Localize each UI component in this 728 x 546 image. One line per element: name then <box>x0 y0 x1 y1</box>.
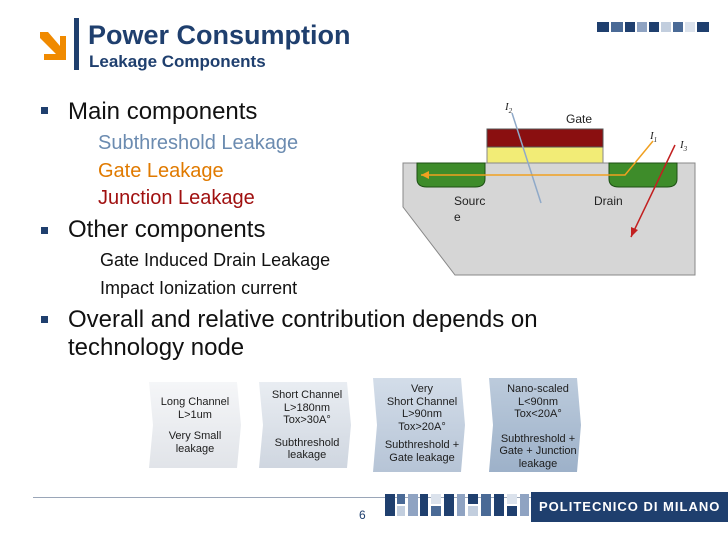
bullet-main-components: Main components <box>68 98 258 125</box>
source-label-line2: e <box>454 210 461 224</box>
current-i1-line <box>421 140 654 176</box>
page-number: 6 <box>359 508 366 522</box>
sub-bullet-gate-leakage: Gate Leakage <box>98 160 224 182</box>
timeline-step-4: Nano-scaled L<90nm Tox<20A° Subthreshold… <box>499 383 577 470</box>
gate-label: Gate <box>566 112 593 126</box>
timeline-step-3-shape <box>373 378 465 472</box>
footer-institution-band <box>531 492 728 522</box>
transistor-diagram <box>402 112 696 276</box>
bullet-other-components: Other components <box>68 216 266 243</box>
bullet-overall-line1: Overall and relative contribution depend… <box>68 306 538 333</box>
timeline-step-2: Short Channel L>180nm Tox>30A° Subthresh… <box>271 389 343 461</box>
timeline-step-1-shape <box>149 382 241 468</box>
gate-oxide <box>486 146 604 164</box>
sub-bullet-gidl: Gate Induced Drain Leakage <box>100 250 331 270</box>
timeline-step-4-shape <box>489 378 581 472</box>
slide-subtitle: Leakage Components <box>89 52 266 71</box>
timeline-step-2-shape <box>259 382 351 468</box>
footer-divider <box>33 497 533 498</box>
timeline-step-3: Very Short Channel L>90nm Tox>20A° Subth… <box>384 383 460 464</box>
source-label-line1: Sourc <box>454 194 486 208</box>
institution-name: POLITECNICO DI MILANO <box>539 499 721 514</box>
sub-bullet-impact-ionization: Impact Ionization current <box>100 278 298 298</box>
current-i1-label: I1 <box>650 130 658 145</box>
sub-bullet-subthreshold: Subthreshold Leakage <box>98 132 299 154</box>
current-i2-line <box>511 112 542 204</box>
current-i3-line <box>630 144 676 238</box>
timeline-step-1: Long Channel L>1um Very Small leakage <box>160 396 230 455</box>
gate-electrode <box>486 128 604 148</box>
drain-label: Drain <box>594 194 623 208</box>
slide-title: Power Consumption <box>88 20 351 50</box>
sub-bullet-junction-leakage: Junction Leakage <box>98 187 255 209</box>
current-i3-label: I3 <box>680 139 688 154</box>
bullet-marker <box>41 316 48 323</box>
arrow-logo-icon <box>40 32 66 60</box>
drain-region <box>608 162 678 188</box>
bullet-marker <box>41 107 48 114</box>
timeline-chevrons <box>149 378 581 472</box>
current-i2-label: I2 <box>505 101 513 116</box>
bullet-overall-line2: technology node <box>68 334 245 361</box>
bullet-marker <box>41 227 48 234</box>
title-accent-bar <box>74 18 79 70</box>
